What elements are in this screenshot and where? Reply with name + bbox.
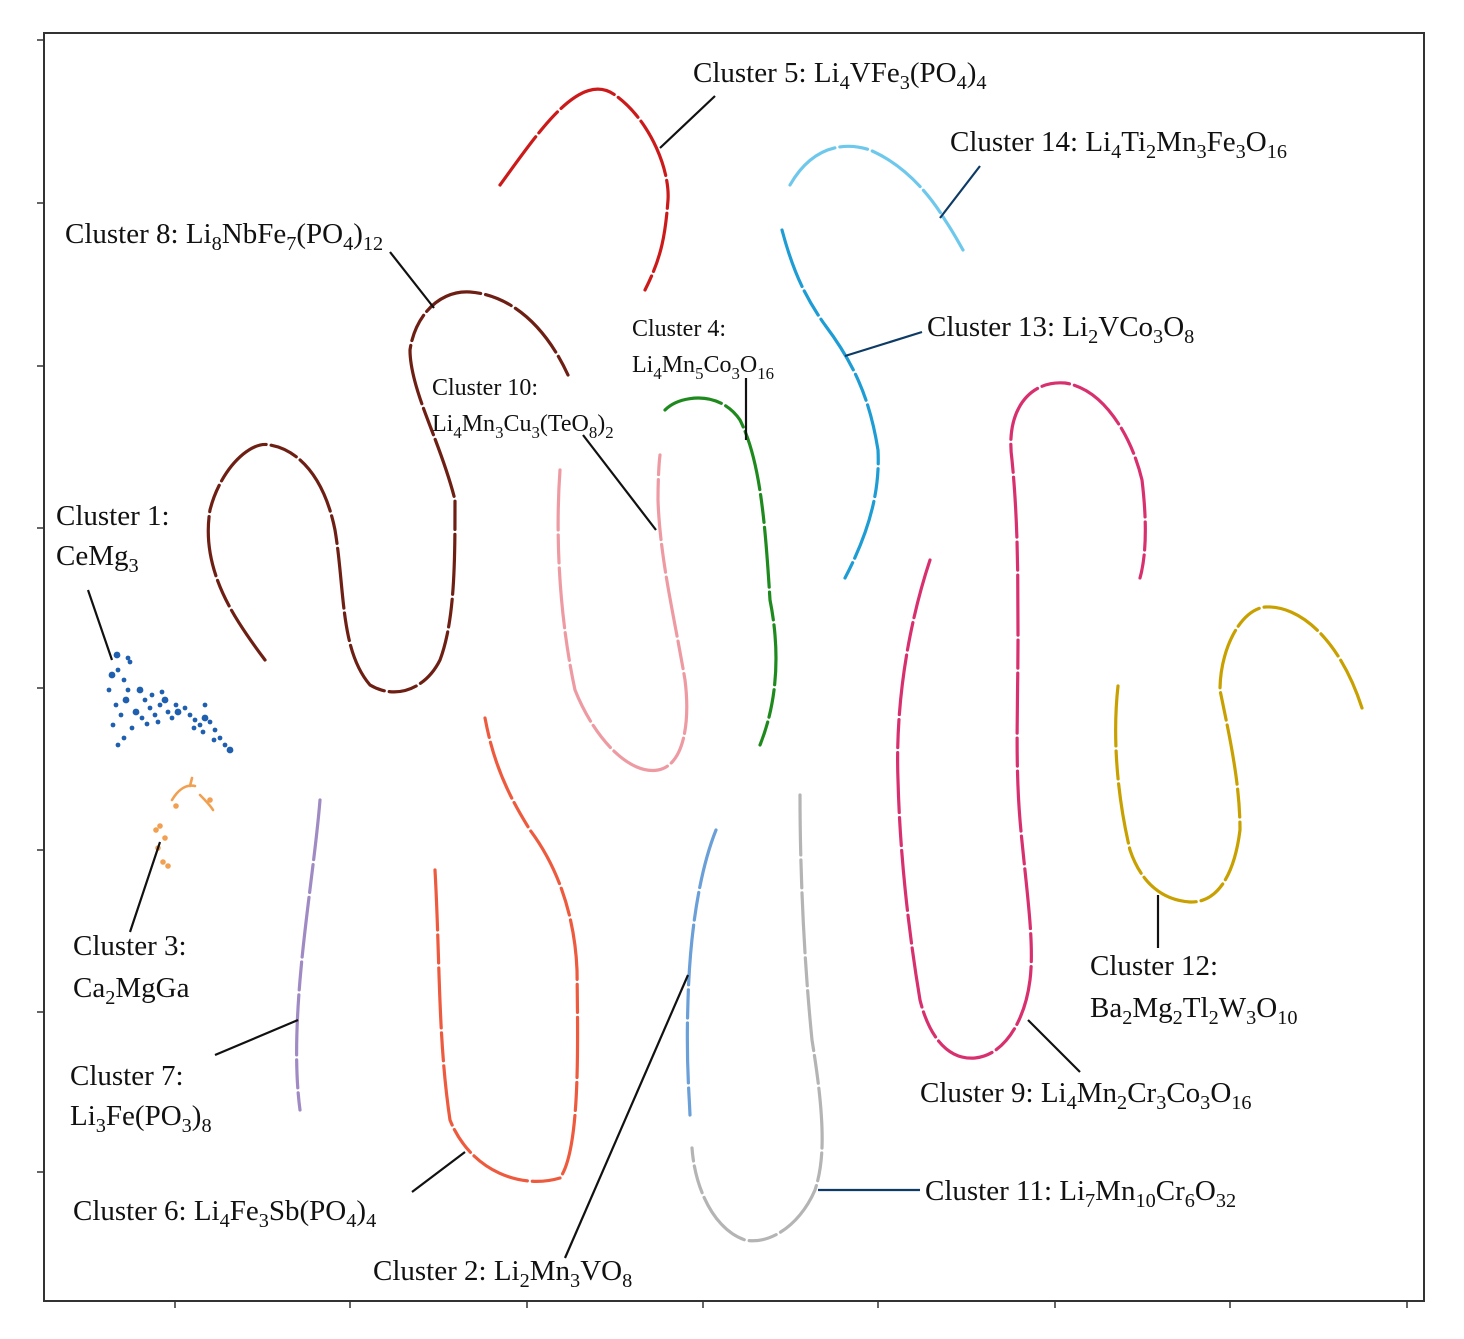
point-cluster-1 (169, 715, 175, 721)
point-cluster-3 (173, 803, 179, 809)
point-cluster-1 (127, 659, 133, 665)
label-cluster-9: Cluster 9: Li4Mn2Cr3Co3O16 (920, 1077, 1252, 1114)
curve-cluster-5 (498, 87, 670, 292)
point-cluster-1 (212, 727, 218, 733)
label-cluster-11: Cluster 11: Li7Mn10Cr6O32 (925, 1175, 1236, 1212)
point-cluster-1 (202, 702, 208, 708)
point-cluster-1 (182, 705, 188, 711)
axis-ticks (37, 39, 1408, 1308)
point-cluster-1 (159, 689, 165, 695)
curve-cluster-14 (788, 144, 965, 252)
label-cluster-14: Cluster 14: Li4Ti2Mn3Fe3O16 (950, 126, 1287, 163)
point-cluster-3 (207, 797, 213, 803)
point-cluster-1 (222, 742, 228, 748)
point-cluster-1 (201, 714, 209, 722)
point-cluster-1 (173, 702, 179, 708)
point-cluster-1 (125, 655, 131, 661)
label-cluster-10: Cluster 10:Li4Mn3Cu3(TeO8)2 (432, 375, 614, 442)
point-cluster-1 (192, 717, 198, 723)
leader-line-cluster-5 (659, 95, 716, 149)
curve-cluster-3 (170, 776, 215, 812)
label-cluster-4: Cluster 4:Li4Mn5Co3O16 (632, 316, 774, 383)
point-cluster-1 (113, 702, 119, 708)
point-cluster-1 (106, 687, 112, 693)
label-cluster-2: Cluster 2: Li2Mn3VO8 (373, 1255, 632, 1292)
curve-cluster-13 (780, 228, 880, 580)
curve-cluster-9 (896, 381, 1147, 1060)
point-cluster-1 (149, 692, 155, 698)
curve-cluster-10 (556, 453, 689, 773)
label-cluster-6: Cluster 6: Li4Fe3Sb(PO4)4 (73, 1195, 376, 1232)
point-cluster-1 (191, 725, 197, 731)
point-cluster-1 (139, 715, 145, 721)
plot-frame (43, 32, 1425, 1302)
leader-line-cluster-6 (411, 1151, 466, 1193)
leader-line-cluster-10 (582, 434, 657, 531)
point-cluster-1 (217, 735, 223, 741)
point-cluster-1 (197, 722, 203, 728)
curve-cluster-8 (206, 290, 570, 694)
curve-cluster-12 (1114, 605, 1364, 904)
point-cluster-1 (121, 735, 127, 741)
cluster-curves (106, 87, 1364, 1243)
point-cluster-1 (152, 712, 158, 718)
leader-lines (86, 95, 1160, 1259)
point-cluster-1 (174, 708, 182, 716)
leader-line-cluster-14 (939, 165, 981, 219)
leader-line-cluster-1 (86, 589, 114, 661)
point-cluster-3 (160, 859, 166, 865)
label-cluster-8: Cluster 8: Li8NbFe7(PO4)12 (65, 218, 383, 255)
point-cluster-1 (155, 719, 161, 725)
leader-line-cluster-13 (844, 330, 923, 358)
leader-line-cluster-8 (389, 251, 435, 309)
point-cluster-1 (121, 677, 127, 683)
point-cluster-1 (129, 725, 135, 731)
curve-cluster-2 (685, 828, 718, 1117)
leader-line-cluster-9 (1027, 1019, 1081, 1073)
point-cluster-1 (157, 702, 163, 708)
label-cluster-12: Cluster 12:Ba2Mg2Tl2W3O10 (1090, 950, 1297, 1029)
curve-cluster-7 (295, 798, 322, 1112)
point-cluster-1 (147, 705, 153, 711)
point-cluster-1 (136, 686, 144, 694)
label-cluster-5: Cluster 5: Li4VFe3(PO4)4 (693, 57, 987, 94)
point-cluster-1 (187, 712, 193, 718)
point-cluster-1 (161, 696, 169, 704)
label-cluster-7: Cluster 7:Li3Fe(PO3)8 (70, 1060, 212, 1137)
point-cluster-1 (132, 708, 140, 716)
label-cluster-1: Cluster 1:CeMg3 (56, 500, 170, 577)
point-cluster-3 (165, 863, 171, 869)
leader-line-cluster-7 (214, 1018, 299, 1057)
leader-line-cluster-3 (128, 841, 162, 933)
point-cluster-3 (157, 823, 163, 829)
point-cluster-1 (118, 712, 124, 718)
point-cluster-1 (142, 697, 148, 703)
point-cluster-3 (162, 835, 168, 841)
point-cluster-1 (200, 729, 206, 735)
point-cluster-1 (113, 651, 121, 659)
point-cluster-1 (207, 719, 213, 725)
curve-cluster-11 (690, 793, 824, 1243)
point-cluster-3 (153, 827, 159, 833)
point-cluster-1 (165, 709, 171, 715)
label-cluster-13: Cluster 13: Li2VCo3O8 (927, 311, 1194, 348)
label-cluster-3: Cluster 3:Ca2MgGa (73, 930, 190, 1009)
point-cluster-1 (125, 687, 131, 693)
curve-cluster-6 (433, 716, 580, 1183)
point-cluster-1 (144, 721, 150, 727)
point-cluster-1 (211, 737, 217, 743)
point-cluster-1 (226, 746, 234, 754)
leader-line-cluster-2 (563, 974, 690, 1259)
point-cluster-1 (115, 667, 121, 673)
point-cluster-1 (115, 742, 121, 748)
point-cluster-1 (110, 722, 116, 728)
curve-cluster-4 (663, 396, 778, 747)
point-cluster-1 (122, 696, 130, 704)
point-cluster-1 (108, 671, 116, 679)
